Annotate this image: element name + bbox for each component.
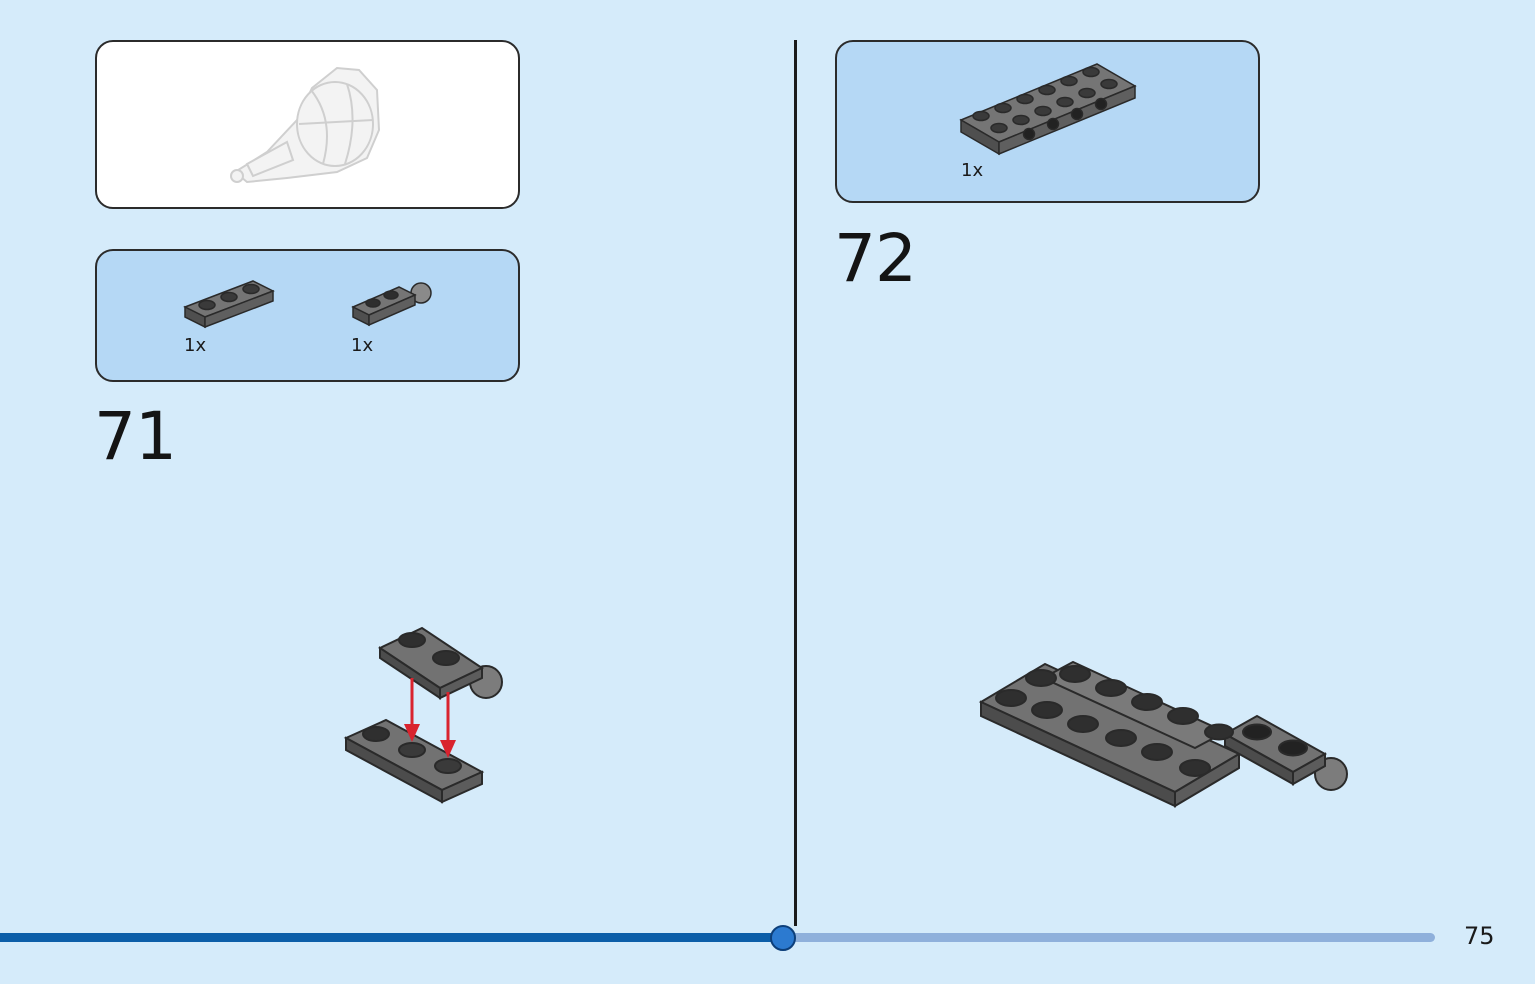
step-72-assembly-image <box>978 660 1348 808</box>
step-72-parts-panel: 1x <box>835 40 1260 203</box>
step-number-71: 71 <box>94 398 177 475</box>
part-quantity: 1x <box>184 335 207 356</box>
part-plate-2x6-image <box>959 63 1137 156</box>
progress-indicator-dot <box>770 925 796 951</box>
step-71-assembly-image <box>343 626 503 804</box>
part-plate-with-ball-image <box>351 282 432 327</box>
page-divider <box>794 40 797 926</box>
submodel-callout-panel <box>95 40 520 209</box>
part-plate-1x3-image <box>183 280 275 329</box>
progress-bar-remaining <box>783 933 1435 942</box>
step-71-parts-panel: 1x 1x <box>95 249 520 382</box>
progress-bar-completed <box>0 933 783 942</box>
part-quantity: 1x <box>961 160 984 181</box>
step-number-72: 72 <box>834 220 917 297</box>
submodel-ghost-image <box>230 66 381 184</box>
part-quantity: 1x <box>351 335 374 356</box>
page-number: 75 <box>1464 922 1495 950</box>
